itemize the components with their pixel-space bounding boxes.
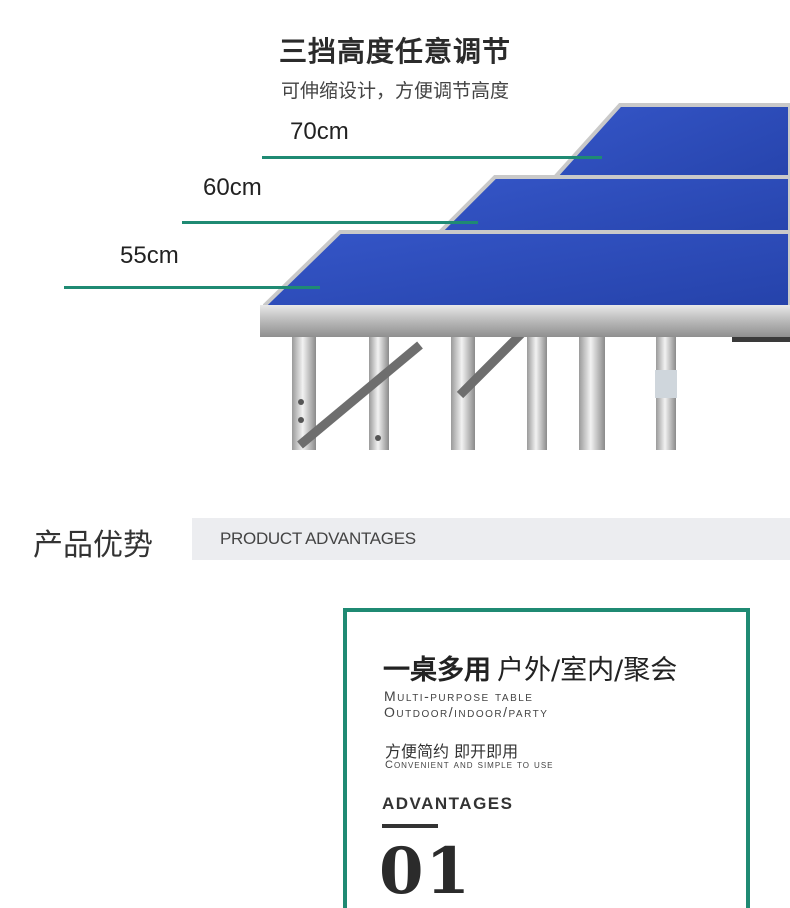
height-label-60cm: 60cm [203,174,262,201]
height-label-70cm: 70cm [290,118,349,145]
card-divider [382,824,438,828]
height-marker-70cm [262,156,602,159]
card-title-main: 一桌多用 [383,655,491,686]
section-title: 产品优势 [33,528,153,563]
section-banner-text: PRODUCT ADVANTAGES [220,529,416,548]
card-feature: 方便简约 即开即用 [385,742,519,761]
card-english-line-2: Outdoor/indoor/party [384,704,549,720]
height-marker-60cm [182,221,478,224]
card-english-line-1: Multi-purpose table [384,688,534,704]
page-subheadline: 可伸缩设计，方便调节高度 [280,80,509,102]
card-advantages-label: ADVANTAGES [382,794,514,813]
advantage-card: 一桌多用户外/室内/聚会 Multi-purpose table Outdoor… [343,608,750,908]
page-headline: 三挡高度任意调节 [278,35,511,68]
card-number: 01 [379,834,473,908]
height-marker-55cm [64,286,320,289]
card-feature-english: Convenient and simple to use [385,759,554,771]
folding-tables-illustration [260,103,790,450]
card-title: 一桌多用户外/室内/聚会 [383,648,677,687]
section-banner: PRODUCT ADVANTAGES [192,518,790,560]
card-title-sub: 户外/室内/聚会 [497,655,678,686]
table-55cm [260,230,790,450]
height-label-55cm: 55cm [120,242,179,269]
